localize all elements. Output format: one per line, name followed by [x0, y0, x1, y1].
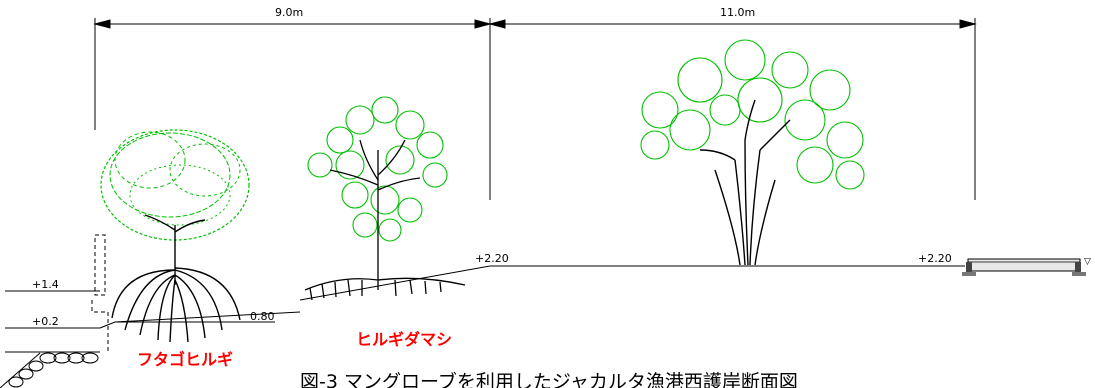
dimension-lines — [93, 18, 977, 200]
slope-label: 0.80 — [250, 310, 275, 323]
elevation-label-right: +2.20 — [918, 252, 952, 265]
dimension-left-label: 9.0m — [275, 6, 303, 19]
species-label-left: フタゴヒルギ — [137, 350, 233, 369]
elevation-label-mid: +2.20 — [475, 252, 509, 265]
mangrove-tree-right — [640, 39, 865, 266]
elevation-label-1-4: +1.4 — [32, 278, 59, 291]
species-label-middle: ヒルギダマシ — [356, 330, 452, 349]
pavement-block: ▽ — [962, 257, 1091, 276]
riprap — [8, 352, 99, 388]
dimension-right-label: 11.0m — [720, 6, 755, 19]
mangrove-tree-left — [100, 129, 250, 343]
ground-profile — [0, 234, 965, 388]
figure-caption: 図-3 マングローブを利用したジャカルタ漁港西護岸断面図 — [300, 370, 798, 388]
svg-text:▽: ▽ — [1084, 257, 1091, 267]
mangrove-tree-middle — [304, 96, 466, 301]
elevation-label-0-2: +0.2 — [32, 315, 59, 328]
